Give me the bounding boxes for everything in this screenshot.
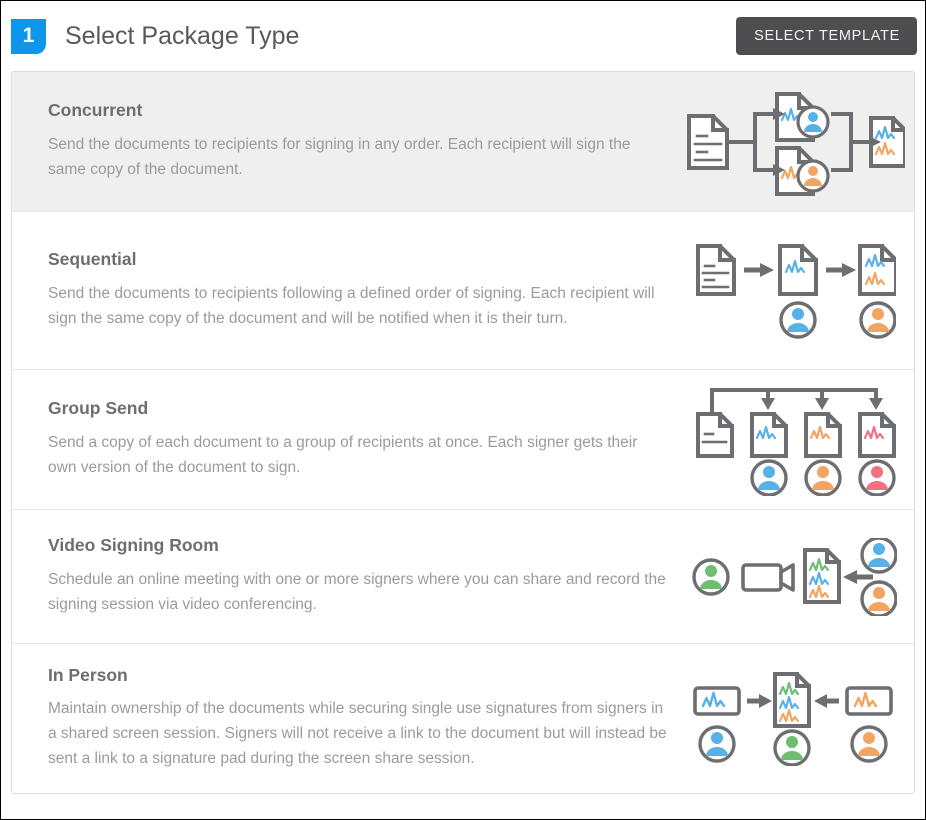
package-description: Schedule an online meeting with one or m…	[48, 570, 666, 613]
package-description: Maintain ownership of the documents whil…	[48, 700, 667, 768]
package-text-in-person: In Person Maintain ownership of the docu…	[12, 644, 678, 793]
package-title: Video Signing Room	[48, 535, 219, 556]
package-type-list: Concurrent Send the documents to recipie…	[11, 71, 915, 794]
concurrent-diagram	[678, 88, 914, 196]
sequential-diagram	[678, 242, 914, 340]
package-text-video-signing-room: Video Signing Room Schedule an online me…	[12, 514, 678, 638]
package-title: Concurrent	[48, 100, 143, 121]
video-signing-room-diagram	[678, 537, 914, 616]
package-text-concurrent: Concurrent Send the documents to recipie…	[12, 79, 678, 203]
package-title: In Person	[48, 664, 128, 685]
page-title: Select Package Type	[65, 21, 300, 50]
package-text-group-send: Group Send Send a copy of each document …	[12, 377, 678, 501]
group-send-diagram	[678, 384, 914, 496]
select-template-button[interactable]: SELECT TEMPLATE	[736, 17, 917, 55]
step-number-badge: 1	[11, 18, 46, 54]
package-row-group-send[interactable]: Group Send Send a copy of each document …	[12, 370, 914, 510]
package-text-sequential: Sequential Send the documents to recipie…	[12, 228, 678, 352]
package-row-video-signing-room[interactable]: Video Signing Room Schedule an online me…	[12, 510, 914, 644]
page-header: 1 Select Package Type SELECT TEMPLATE	[1, 1, 925, 71]
package-row-sequential[interactable]: Sequential Send the documents to recipie…	[12, 212, 914, 370]
package-description: Send the documents to recipients for sig…	[48, 135, 631, 178]
package-description: Send the documents to recipients followi…	[48, 284, 655, 327]
in-person-diagram	[678, 671, 914, 766]
package-title: Sequential	[48, 249, 137, 270]
package-row-concurrent[interactable]: Concurrent Send the documents to recipie…	[12, 72, 914, 212]
package-description: Send a copy of each document to a group …	[48, 433, 638, 476]
package-title: Group Send	[48, 398, 149, 419]
package-row-in-person[interactable]: In Person Maintain ownership of the docu…	[12, 644, 914, 793]
